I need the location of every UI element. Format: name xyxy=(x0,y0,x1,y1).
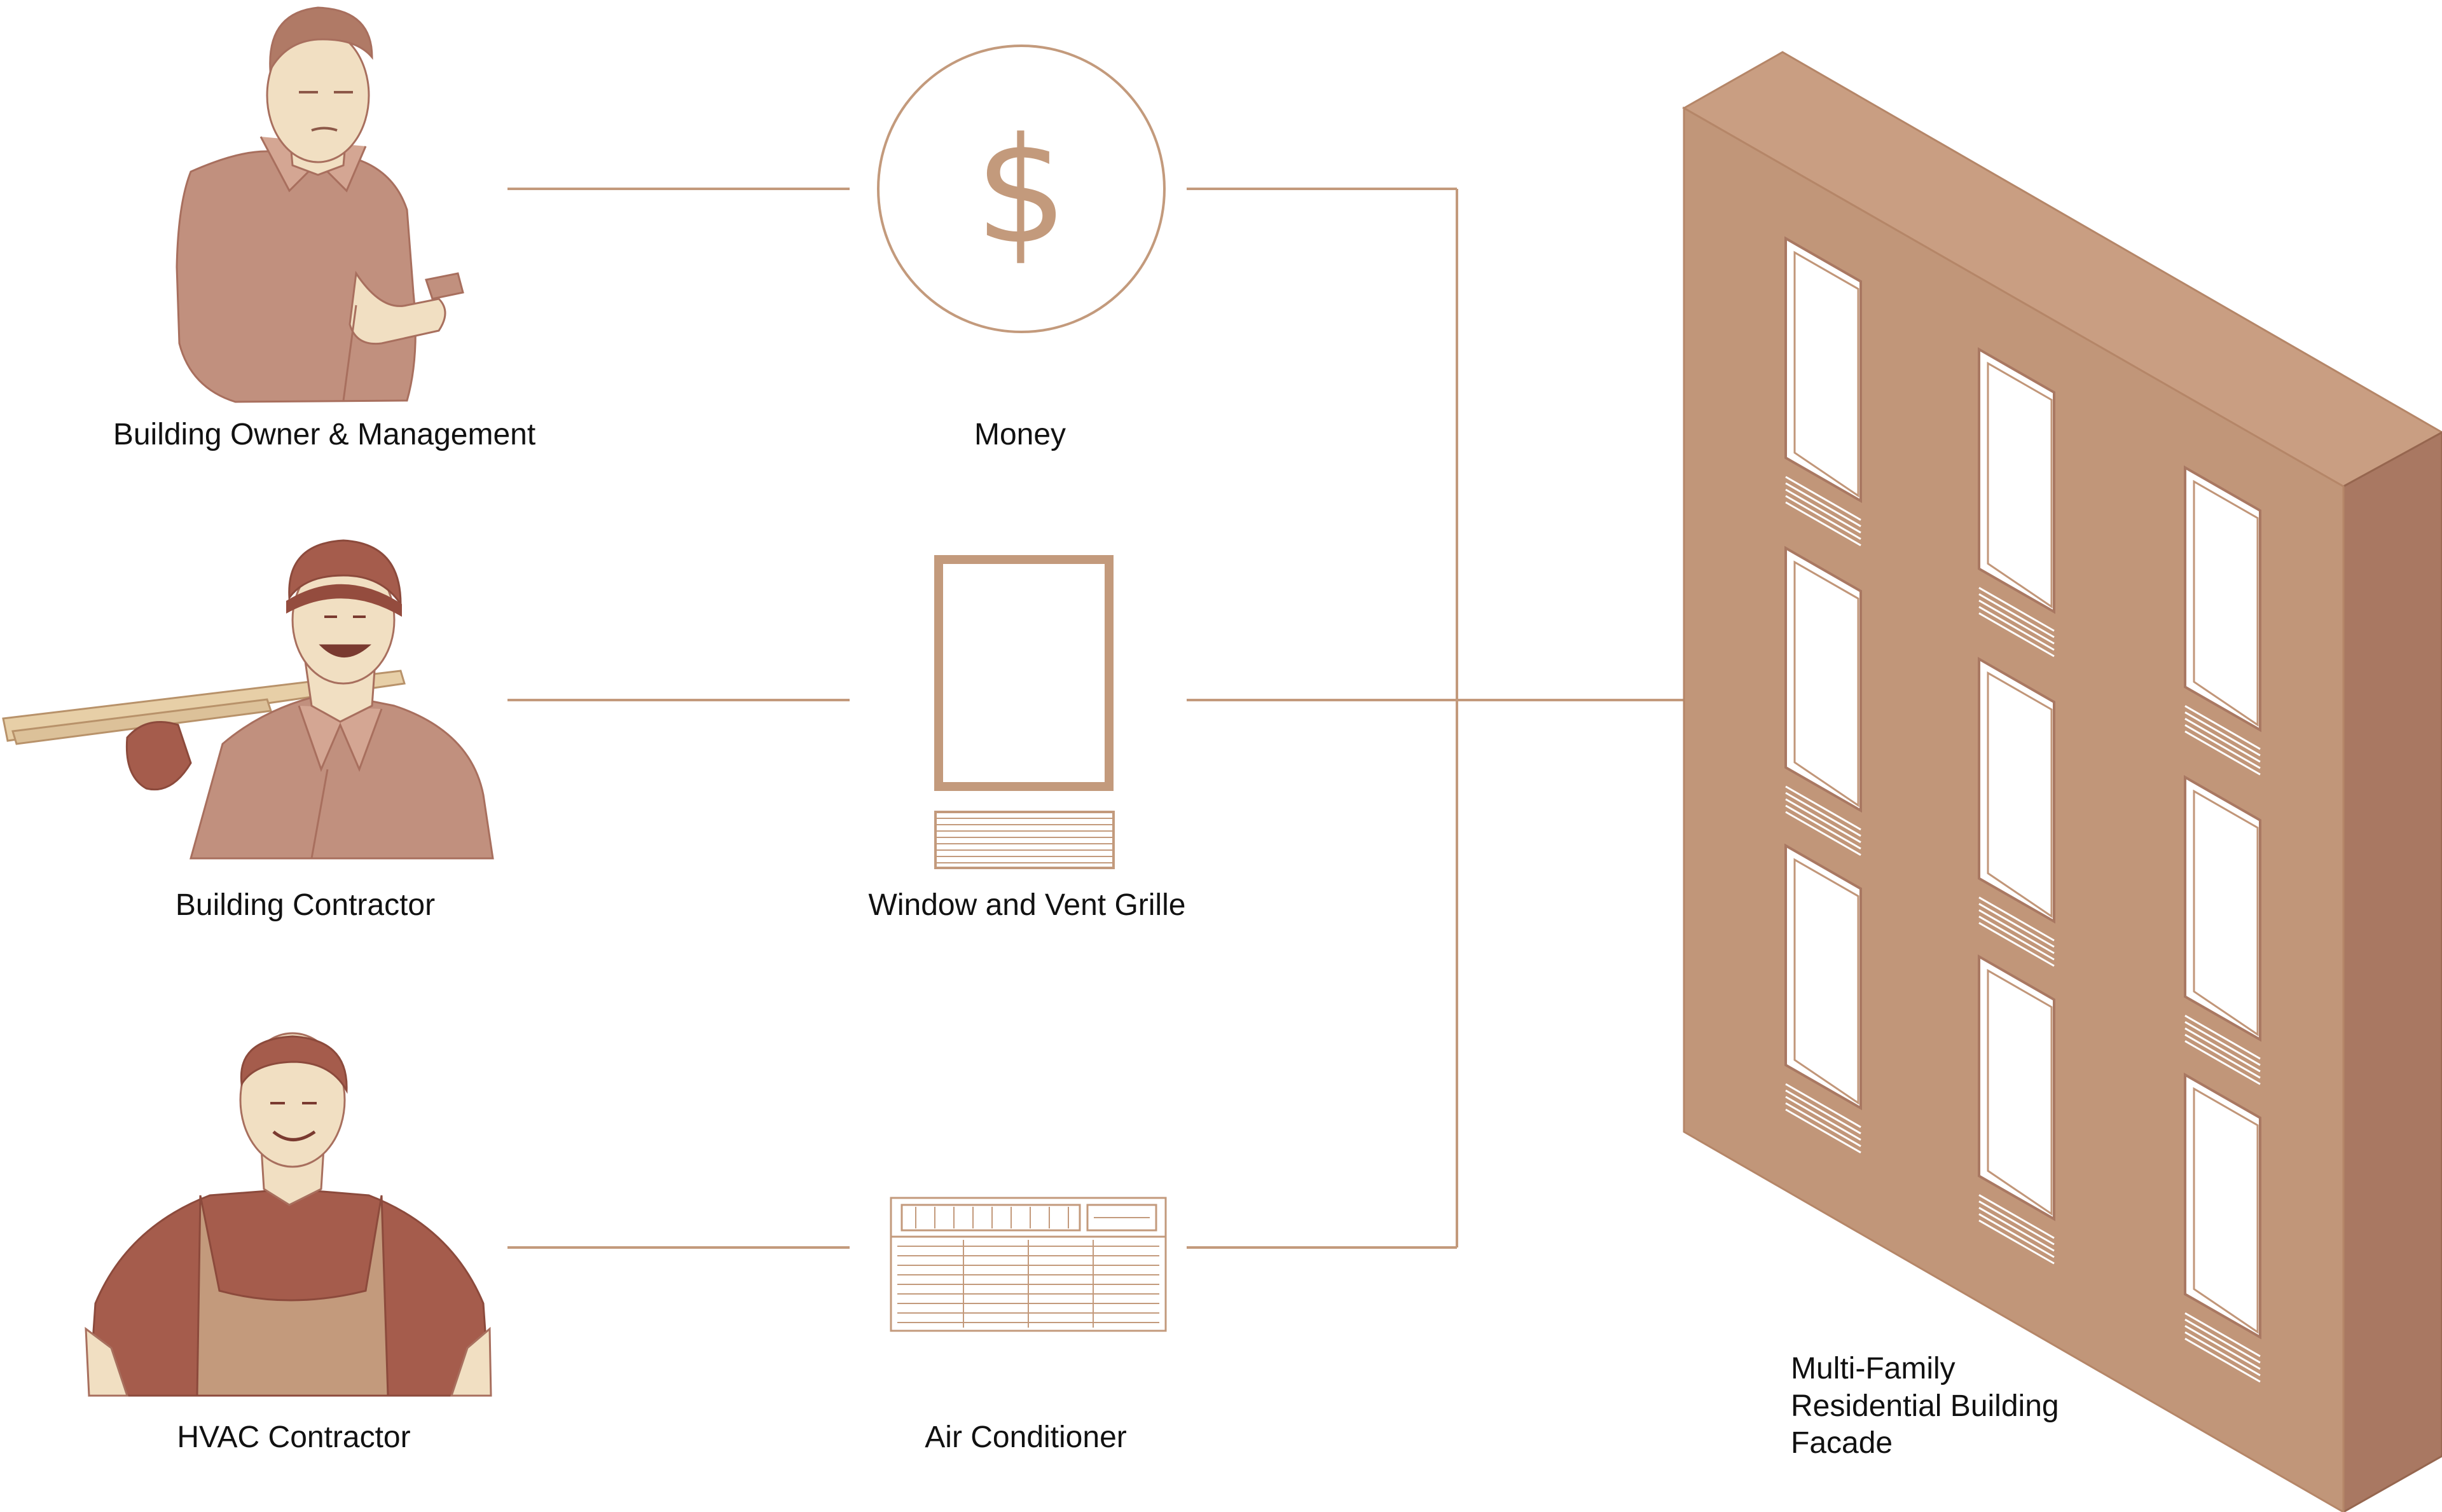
facade-vent-line-r1-c1-3 xyxy=(1785,488,1861,534)
dollar-icon: $ xyxy=(877,45,1166,333)
facade-vent-line-r3-c3-3 xyxy=(2184,1325,2261,1370)
actor-label-owner: Building Owner & Management xyxy=(113,418,536,451)
facade-window-r2-c3 xyxy=(2184,774,2261,1042)
facade-label-line-3: Facade xyxy=(1791,1426,1893,1460)
facade-label-line-1: Multi-Family xyxy=(1791,1352,1956,1385)
facade-vent-line-r1-c2-4 xyxy=(1978,606,2055,651)
facade-window-r3-c2 xyxy=(1978,954,2055,1221)
facade-vent-line-r1-c1-4 xyxy=(1785,495,1861,540)
facade-vent-line-r3-c2-3 xyxy=(1978,1207,2055,1252)
actor-label-contractor: Building Contractor xyxy=(175,888,436,922)
facade-label: Multi-Family Residential Building Facade xyxy=(1791,1350,2059,1462)
facade-vent-line-r2-c3-3 xyxy=(2184,1027,2261,1073)
hvac-contractor-icon xyxy=(85,1032,492,1397)
facade-window-frame-r1-c3 xyxy=(2193,479,2259,727)
facade-vent-line-r3-c1-1 xyxy=(1785,1083,1861,1129)
air-conditioner-icon xyxy=(890,1197,1167,1332)
facade-vent-line-r2-c2-5 xyxy=(1978,922,2055,967)
building-contractor-icon xyxy=(2,539,494,860)
facade-window-r1-c3 xyxy=(2184,465,2261,732)
facade-vent-line-r3-c1-5 xyxy=(1785,1108,1861,1154)
facade-vent-line-r2-c3-1 xyxy=(2184,1015,2261,1060)
facade-vent-line-r3-c3-2 xyxy=(2184,1319,2261,1364)
facade-vent-line-r1-c2-2 xyxy=(1978,593,2055,638)
facade-vent-line-r2-c3-4 xyxy=(2184,1034,2261,1079)
facade-vent-line-r3-c1-4 xyxy=(1785,1102,1861,1148)
facade-vent-line-r3-c3-5 xyxy=(2184,1338,2261,1383)
building-facade-icon xyxy=(1681,51,2442,1512)
item-label-window: Window and Vent Grille xyxy=(868,888,1186,922)
facade-vent-line-r1-c3-3 xyxy=(2184,718,2261,763)
facade-label-line-2: Residential Building xyxy=(1791,1389,2059,1423)
facade-vent-line-r3-c2-2 xyxy=(1978,1200,2055,1246)
actor-label-hvac: HVAC Contractor xyxy=(177,1420,411,1454)
facade-window-frame-r3-c1 xyxy=(1793,858,1859,1105)
item-label-money: Money xyxy=(974,418,1066,451)
building-owner-icon xyxy=(176,6,464,403)
facade-vent-line-r1-c1-5 xyxy=(1785,501,1861,547)
facade-vent-line-r2-c2-3 xyxy=(1978,909,2055,954)
facade-vent-line-r2-c2-2 xyxy=(1978,903,2055,948)
facade-vent-line-r2-c1-1 xyxy=(1785,785,1861,831)
window-vent-grille-icon xyxy=(934,555,1115,869)
facade-window-frame-r2-c2 xyxy=(1987,671,2053,918)
facade-vent-line-r3-c3-1 xyxy=(2184,1312,2261,1357)
facade-vent-line-r3-c1-2 xyxy=(1785,1089,1861,1135)
facade-window-r3-c3 xyxy=(2184,1072,2261,1340)
facade-vent-line-r1-c1-1 xyxy=(1785,476,1861,521)
facade-vent-line-r1-c3-5 xyxy=(2184,731,2261,776)
facade-vent-line-r3-c2-5 xyxy=(1978,1220,2055,1265)
facade-window-r1-c1 xyxy=(1784,236,1862,504)
facade-window-r2-c1 xyxy=(1784,546,1862,813)
facade-vent-line-r3-c1-3 xyxy=(1785,1096,1861,1141)
facade-window-frame-r1-c2 xyxy=(1987,361,2053,608)
facade-vent-line-r1-c2-3 xyxy=(1978,600,2055,645)
facade-vent-line-r2-c1-2 xyxy=(1785,792,1861,837)
facade-vent-line-r3-c2-1 xyxy=(1978,1194,2055,1239)
dollar-symbol: $ xyxy=(975,107,1068,277)
facade-vent-line-r1-c3-1 xyxy=(2184,705,2261,750)
facade-window-frame-r3-c3 xyxy=(2193,1087,2259,1334)
facade-window-frame-r1-c1 xyxy=(1793,251,1859,498)
facade-vent-line-r2-c2-1 xyxy=(1978,897,2055,942)
facade-window-frame-r2-c1 xyxy=(1793,560,1859,808)
facade-vent-line-r3-c2-4 xyxy=(1978,1213,2055,1258)
facade-vent-line-r1-c3-2 xyxy=(2184,711,2261,757)
facade-vent-line-r2-c2-4 xyxy=(1978,916,2055,961)
connector-lines xyxy=(507,188,1748,1249)
facade-vent-line-r1-c2-1 xyxy=(1978,587,2055,632)
facade-vent-line-r2-c1-5 xyxy=(1785,811,1861,856)
facade-vent-line-r2-c1-3 xyxy=(1785,798,1861,844)
facade-vent-line-r3-c3-4 xyxy=(2184,1331,2261,1377)
facade-vent-line-r2-c3-5 xyxy=(2184,1040,2261,1085)
facade-window-frame-r3-c2 xyxy=(1987,968,2053,1216)
facade-vent-line-r1-c2-5 xyxy=(1978,612,2055,657)
facade-window-frame-r2-c3 xyxy=(2193,789,2259,1036)
item-label-ac: Air Conditioner xyxy=(925,1420,1127,1454)
facade-vent-line-r2-c3-2 xyxy=(2184,1021,2261,1066)
facade-vent-line-r1-c3-4 xyxy=(2184,724,2261,769)
facade-windows xyxy=(1784,236,2261,1383)
facade-window-r2-c2 xyxy=(1978,656,2055,924)
facade-window-r1-c2 xyxy=(1978,347,2055,614)
facade-vent-line-r1-c1-2 xyxy=(1785,482,1861,528)
facade-vent-line-r2-c1-4 xyxy=(1785,804,1861,850)
facade-window-r3-c1 xyxy=(1784,843,1862,1111)
